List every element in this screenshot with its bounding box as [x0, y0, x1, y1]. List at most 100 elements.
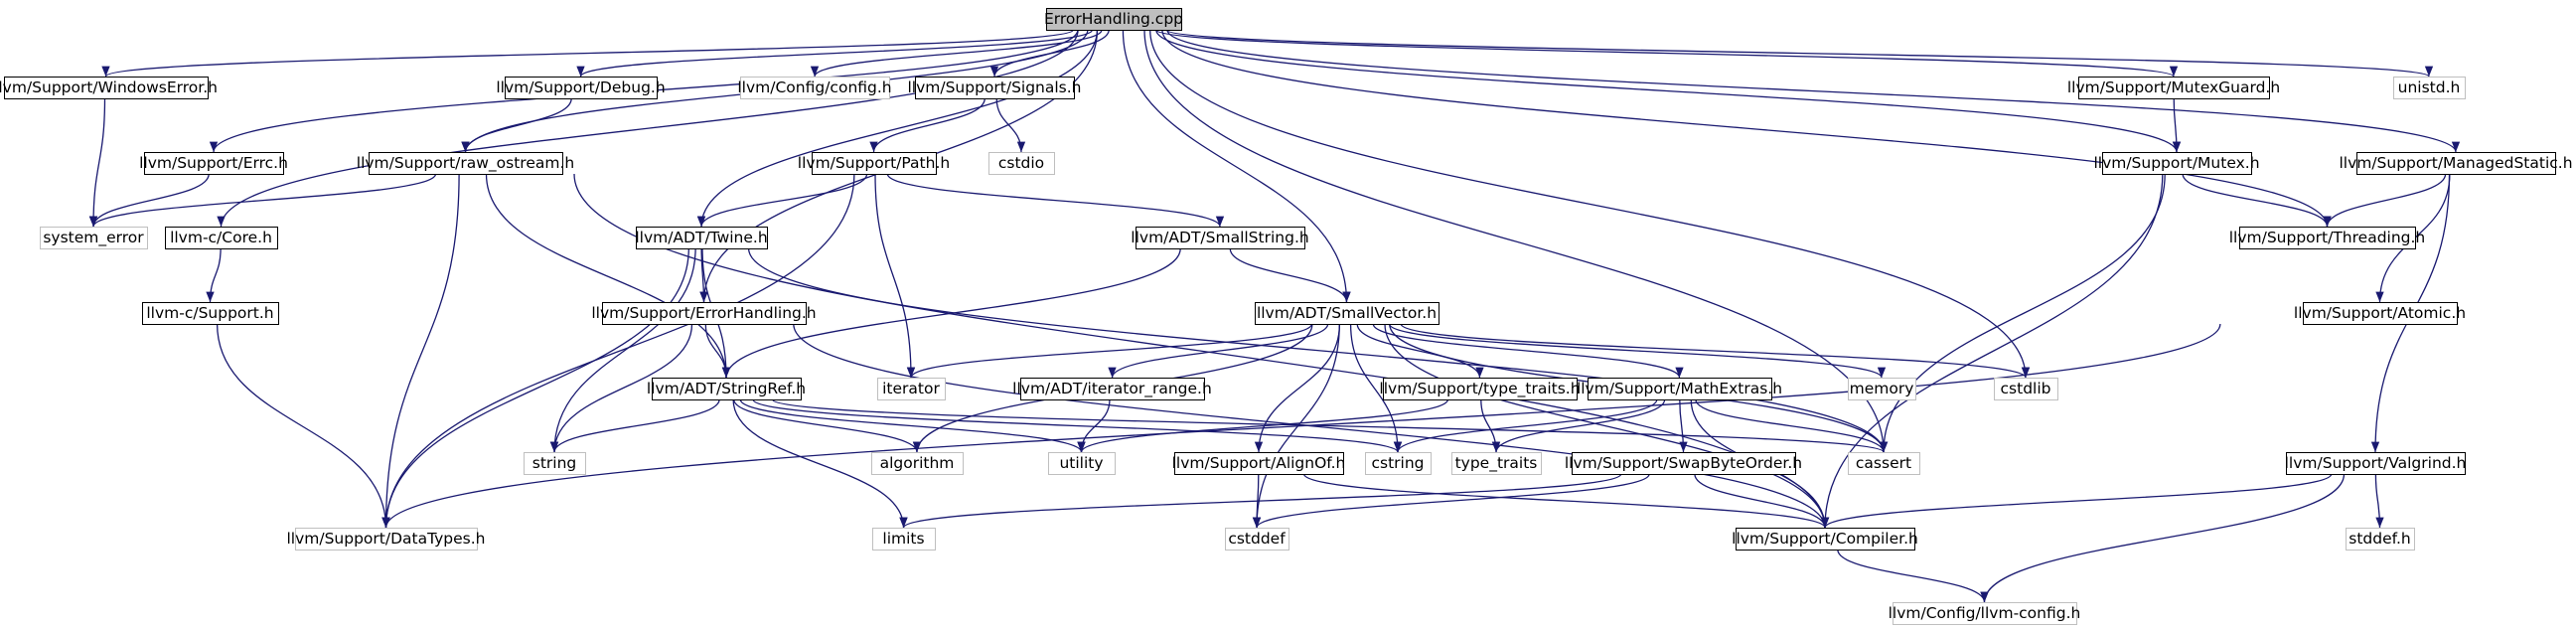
- node-box: [2078, 77, 2270, 99]
- edge-raw_ostream-to-datatypes: [381, 173, 460, 529]
- node-llvm-support-mathextras-h[interactable]: llvm/Support/MathExtras.h: [1577, 378, 1782, 400]
- edge-compiler-to-llvmconfig: [1837, 549, 1989, 603]
- edge-swapbyteorder-to-limits: [899, 473, 1622, 529]
- edge-twine-to-errorhandling: [699, 247, 708, 303]
- node-box: [740, 77, 890, 99]
- node-box: [1451, 452, 1542, 475]
- node-stddef-h: stddef.h: [2346, 528, 2415, 551]
- edge-twine-to-string: [549, 247, 696, 453]
- node-label: stddef.h: [2349, 530, 2410, 548]
- node-box: [2102, 152, 2252, 175]
- edge-errorhandling-to-string: [549, 323, 693, 453]
- node-box: [295, 528, 478, 551]
- node-label: ErrorHandling.cpp: [1044, 10, 1183, 28]
- node-label: llvm-c/Core.h: [170, 229, 272, 246]
- node-box: [142, 302, 279, 325]
- node-llvm-support-errc-h[interactable]: llvm/Support/Errc.h: [139, 152, 288, 175]
- node-label: cstdio: [998, 154, 1044, 172]
- edge-smallstring-to-stringref: [721, 247, 1181, 379]
- node-llvm-adt-smallstring-h[interactable]: llvm/ADT/SmallString.h: [1131, 227, 1309, 249]
- node-llvm-adt-iterator-range-h[interactable]: llvm/ADT/iterator_range.h: [1012, 378, 1212, 400]
- node-label: llvm/Support/MathExtras.h: [1577, 380, 1782, 397]
- node-unistd-h: unistd.h: [2393, 77, 2466, 99]
- node-llvm-support-managedstatic-h[interactable]: llvm/Support/ManagedStatic.h: [2339, 152, 2573, 175]
- edge-root-to-cstdlib: [1149, 29, 2031, 379]
- node-label: llvm/Support/ManagedStatic.h: [2339, 154, 2572, 172]
- node-llvm-c-support-h[interactable]: llvm-c/Support.h: [142, 302, 279, 325]
- edge-root-to-mutex: [1155, 29, 2181, 153]
- node-llvm-support-raw-ostream-h[interactable]: llvm/Support/raw_ostream.h: [357, 152, 574, 175]
- node-llvm-support-mutex-h[interactable]: llvm/Support/Mutex.h: [2093, 152, 2260, 175]
- edge-stringref-to-string: [549, 398, 720, 453]
- node-box: [602, 302, 807, 325]
- edge-stringref-to-utility: [739, 398, 1086, 453]
- node-box: [1848, 452, 1920, 475]
- node-label: llvm/ADT/SmallVector.h: [1257, 304, 1437, 322]
- edge-path-to-iterator: [874, 173, 916, 379]
- node-llvm-support-mutexguard-h[interactable]: llvm/Support/MutexGuard.h: [2067, 77, 2280, 99]
- node-box: [2239, 227, 2416, 249]
- node-llvm-support-errorhandling-h[interactable]: llvm/Support/ErrorHandling.h: [591, 302, 817, 325]
- node-llvm-adt-stringref-h[interactable]: llvm/ADT/StringRef.h: [647, 378, 806, 400]
- edge-root-to-mutexguard: [1155, 29, 2178, 78]
- node-box: [1046, 8, 1182, 31]
- node-label: llvm/Config/config.h: [737, 79, 891, 96]
- node-iterator: iterator: [877, 378, 946, 400]
- node-label: llvm/Support/Errc.h: [139, 154, 288, 172]
- node-label: type_traits: [1455, 454, 1538, 473]
- edge-root-to-unistd: [1165, 29, 2433, 78]
- node-box: [2346, 528, 2415, 551]
- edge-stringref-to-cstring: [752, 398, 1402, 453]
- node-errorhandling-cpp[interactable]: ErrorHandling.cpp: [1044, 8, 1183, 31]
- node-algorithm: algorithm: [871, 452, 964, 475]
- node-llvm-support-swapbyteorder-h[interactable]: llvm/Support/SwapByteOrder.h: [1565, 452, 1802, 475]
- node-llvm-support-compiler-h[interactable]: llvm/Support/Compiler.h: [1732, 528, 1918, 551]
- node-cassert: cassert: [1848, 452, 1920, 475]
- node-llvm-support-valgrind-h[interactable]: llvm/Support/Valgrind.h: [2285, 452, 2467, 475]
- node-label: llvm/ADT/Twine.h: [635, 229, 767, 246]
- node-box: [1174, 452, 1344, 475]
- node-label: algorithm: [880, 454, 955, 472]
- node-box: [369, 152, 563, 175]
- edge-mutexguard-to-mutex: [2172, 97, 2182, 153]
- node-system-error: system_error: [40, 227, 148, 249]
- node-limits: limits: [872, 528, 936, 551]
- node-label: cstddef: [1228, 530, 1286, 548]
- node-llvm-adt-twine-h[interactable]: llvm/ADT/Twine.h: [635, 227, 768, 249]
- node-box: [636, 227, 768, 249]
- node-type-traits: type_traits: [1451, 452, 1542, 475]
- node-label: llvm/Support/SwapByteOrder.h: [1565, 454, 1802, 472]
- edge-signals-to-cstdio: [995, 97, 1026, 153]
- node-llvm-adt-smallvector-h[interactable]: llvm/ADT/SmallVector.h: [1255, 302, 1440, 325]
- node-box: [1588, 378, 1772, 400]
- node-llvm-support-atomic-h[interactable]: llvm/Support/Atomic.h: [2294, 302, 2466, 325]
- edge-root-to-smallvector: [1122, 29, 1351, 303]
- edge-mathextras-to-swapbyteorder: [1679, 398, 1688, 453]
- node-box: [871, 452, 964, 475]
- node-box: [505, 77, 658, 99]
- node-llvm-support-debug-h[interactable]: llvm/Support/Debug.h: [496, 77, 666, 99]
- edge-path-to-smallstring: [886, 173, 1225, 228]
- edge-smallvector-to-cstring: [1349, 323, 1403, 453]
- node-cstring: cstring: [1365, 452, 1432, 475]
- node-llvm-support-path-h[interactable]: llvm/Support/Path.h: [798, 152, 950, 175]
- node-box: [1736, 528, 1915, 551]
- node-box: [1572, 452, 1796, 475]
- node-llvm-support-signals-h[interactable]: llvm/Support/Signals.h: [907, 77, 1082, 99]
- node-llvm-support-alignof-h[interactable]: llvm/Support/AlignOf.h: [1172, 452, 1346, 475]
- node-label: llvm/Support/Valgrind.h: [2285, 454, 2467, 472]
- node-memory: memory: [1848, 378, 1916, 400]
- edge-stringref-to-algorithm: [733, 398, 922, 453]
- node-llvm-c-core-h[interactable]: llvm-c/Core.h: [165, 227, 278, 249]
- node-llvm-support-windowserror-h[interactable]: llvm/Support/WindowsError.h: [0, 77, 218, 99]
- edge-root-to-debug: [576, 29, 1094, 78]
- node-cstdlib: cstdlib: [1994, 378, 2058, 400]
- node-llvm-support-type-traits-h[interactable]: llvm/Support/type_traits.h: [1379, 378, 1581, 400]
- node-label: llvm/Support/DataTypes.h: [286, 530, 485, 548]
- node-box: [1225, 528, 1289, 551]
- edge-smallvector-to-iterator: [906, 323, 1313, 379]
- node-llvm-support-threading-h[interactable]: llvm/Support/Threading.h: [2229, 227, 2426, 249]
- node-label: cstring: [1371, 454, 1424, 472]
- edge-mathextras-to-cstring: [1393, 398, 1658, 453]
- edge-root-to-core: [217, 29, 1079, 228]
